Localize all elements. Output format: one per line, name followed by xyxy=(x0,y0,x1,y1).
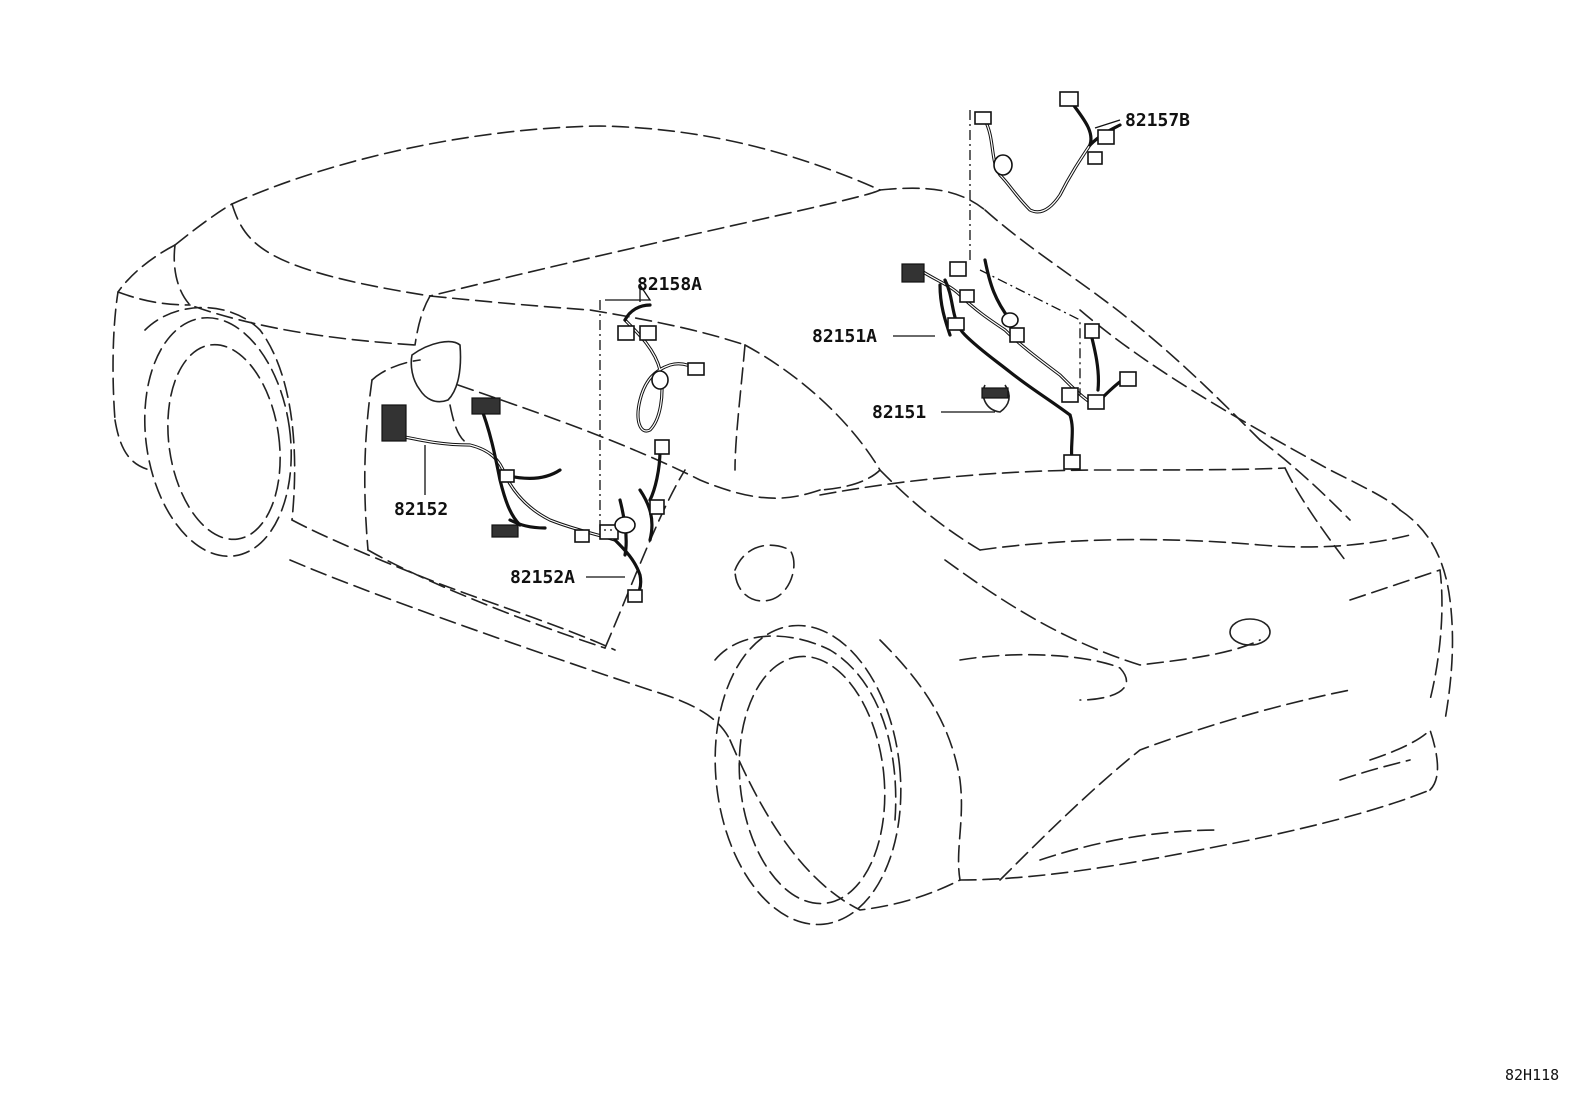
part-label-82151A[interactable]: 82151A xyxy=(812,326,877,347)
harness-82151A-82151 xyxy=(901,258,1137,470)
grouping-lines xyxy=(599,110,1081,531)
diagram-code: 82H118 xyxy=(1505,1066,1559,1084)
harness-82157B xyxy=(974,91,1122,214)
leader-lines xyxy=(424,119,1121,578)
harness-82158A xyxy=(617,303,705,433)
part-label-82151[interactable]: 82151 xyxy=(872,402,926,423)
harness-82152-82152A xyxy=(381,397,670,603)
part-label-82158A[interactable]: 82158A xyxy=(637,274,702,295)
part-labels: 82157B 82158A 82151A 82151 82152 82152A … xyxy=(394,110,1559,1084)
part-label-82152A[interactable]: 82152A xyxy=(510,567,575,588)
part-label-82152[interactable]: 82152 xyxy=(394,499,448,520)
part-label-82157B[interactable]: 82157B xyxy=(1125,110,1190,131)
car-body-outline xyxy=(112,125,1454,926)
